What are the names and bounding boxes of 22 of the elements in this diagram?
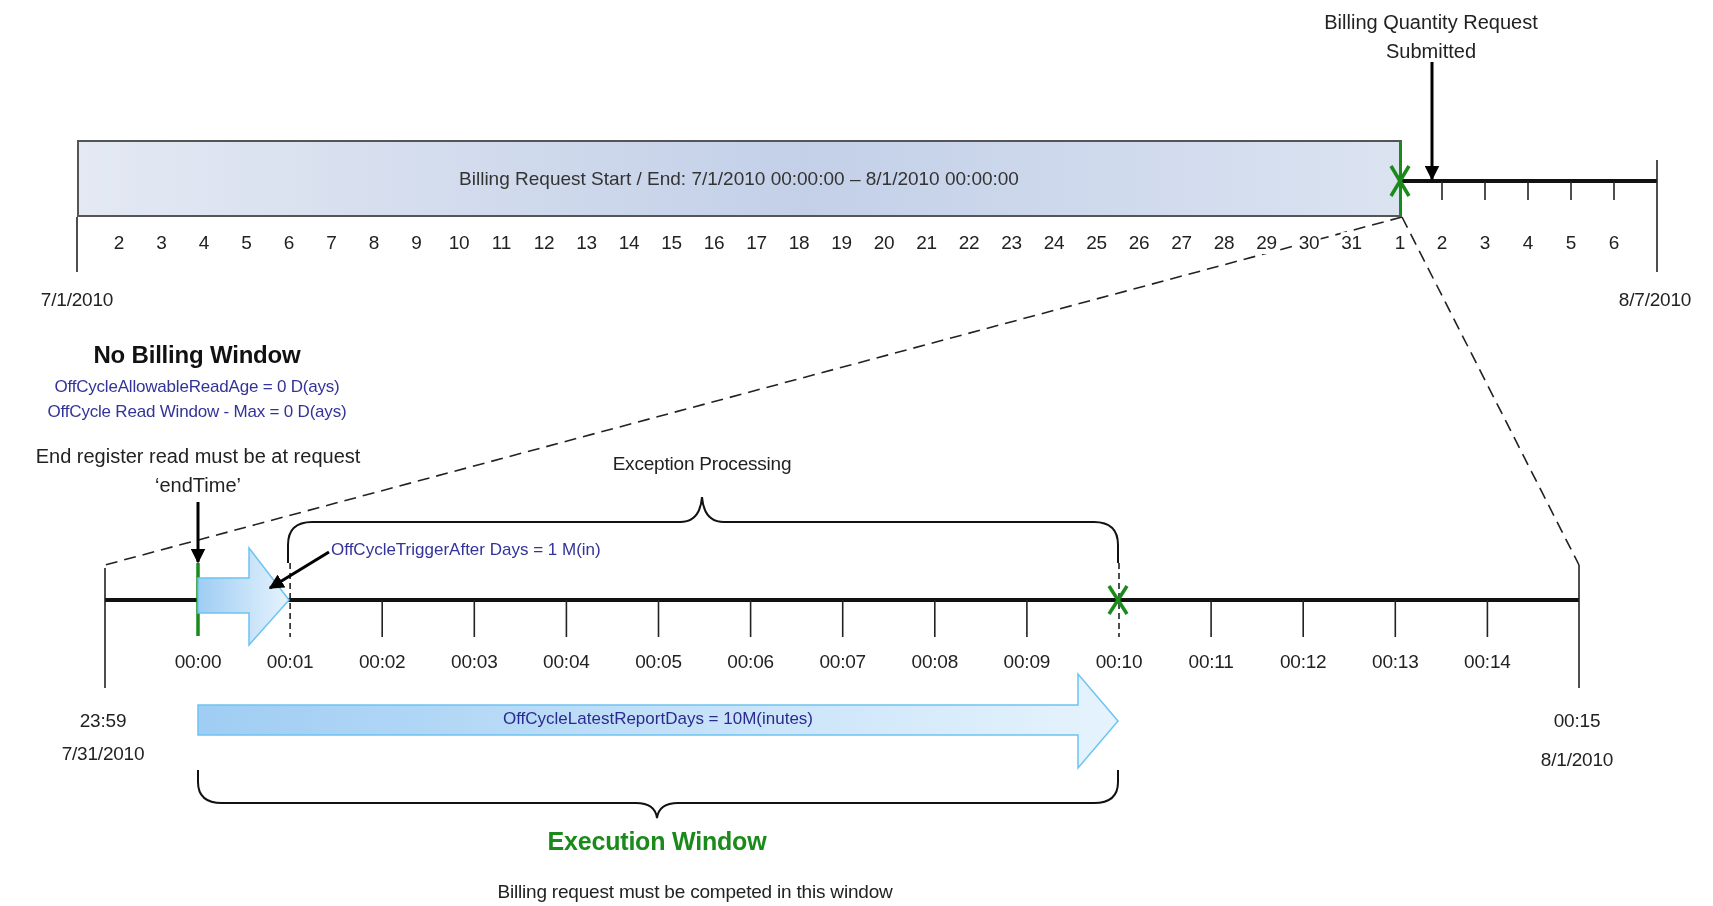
date-label: 7/1/2010 <box>39 289 115 311</box>
timeline-axis <box>104 562 1580 689</box>
parameter-text: OffCycleAllowableReadAge = 0 D(ays) <box>53 377 341 397</box>
date-label: 8/7/2010 <box>1617 289 1693 311</box>
arrow <box>190 502 206 564</box>
window-heading: No Billing Window <box>92 341 302 369</box>
date-label: 00:15 <box>1552 710 1602 732</box>
parameter-text: OffCycle Read Window - Max = 0 D(ays) <box>46 402 348 422</box>
parameter-text: OffCycleLatestReportDays = 10M(inutes) <box>502 709 814 729</box>
parameter-text: OffCycleTriggerAfter Days = 1 M(in) <box>331 540 601 560</box>
note-text: Billing request must be competed in this window <box>496 881 894 903</box>
date-label: 7/31/2010 <box>60 743 146 765</box>
annotation-text: End register read must be at request ‘endTime’ <box>34 444 362 498</box>
arrow <box>268 550 330 590</box>
date-range-bar <box>77 140 1402 217</box>
window-heading: Execution Window <box>546 826 768 856</box>
arrow <box>1424 62 1440 181</box>
date-range-text: Billing Request Start / End: 7/1/2010 00:00:00 – 8/1/2010 00:00:00 <box>459 167 1019 190</box>
annotation-text: Billing Quantity Request Submitted <box>1323 10 1539 64</box>
note-text: Exception Processing <box>611 453 793 475</box>
date-label: 8/1/2010 <box>1539 749 1615 771</box>
date-label: 23:59 <box>78 710 128 732</box>
